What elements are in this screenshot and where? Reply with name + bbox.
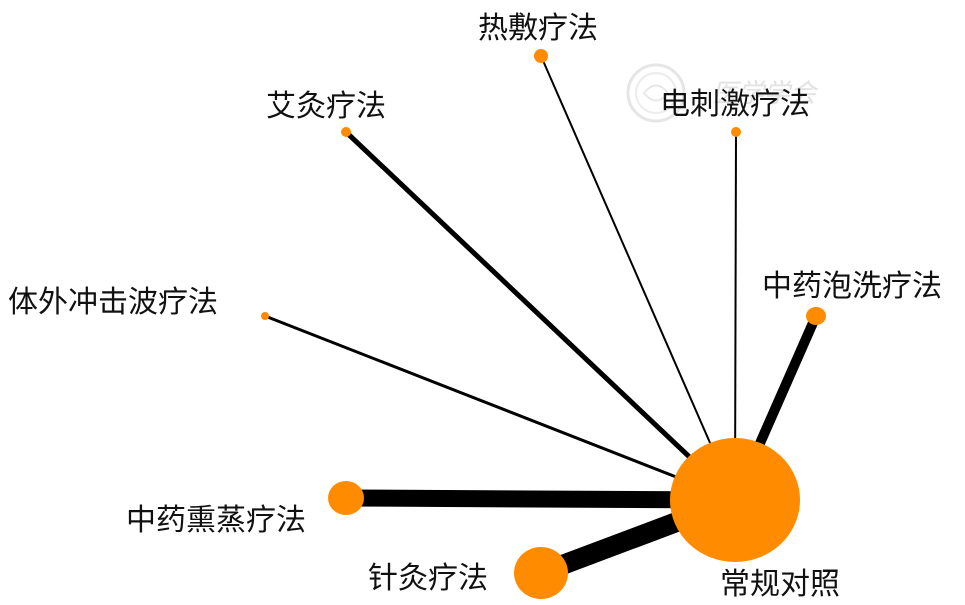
nodes: [261, 49, 826, 599]
node-moxibustion: [341, 127, 351, 137]
label-hot-compress: 热敷疗法: [478, 11, 598, 46]
node-control: [670, 438, 800, 562]
node-hot-compress: [534, 49, 548, 63]
seal-logo-icon: [626, 63, 686, 123]
edge-shockwave: [264, 314, 736, 502]
node-shockwave: [261, 312, 269, 320]
node-acupuncture-moxa: [514, 547, 568, 599]
node-electrical: [731, 127, 741, 137]
labels: 热敷疗法 艾灸疗法 电刺激疗法 体外冲击波疗法 中药泡洗疗法 中药熏蒸疗法 针灸…: [8, 11, 942, 602]
watermark-text: 医学学会: [712, 79, 819, 109]
edge-moxibustion: [344, 130, 737, 502]
label-electrical: 电刺激疗法: [660, 87, 810, 122]
node-herbal-wash: [806, 307, 826, 325]
label-herbal-fumigation: 中药熏蒸疗法: [126, 503, 306, 538]
node-herbal-fumigation: [328, 481, 364, 515]
label-moxibustion: 艾灸疗法: [266, 89, 386, 124]
label-acupuncture-moxa: 针灸疗法: [368, 561, 488, 596]
edge-hot-compress: [540, 55, 736, 501]
watermark: 医学学会: [626, 63, 819, 123]
label-herbal-wash: 中药泡洗疗法: [762, 269, 942, 304]
label-shockwave: 体外冲击波疗法: [8, 285, 218, 320]
label-control: 常规对照: [720, 567, 840, 602]
